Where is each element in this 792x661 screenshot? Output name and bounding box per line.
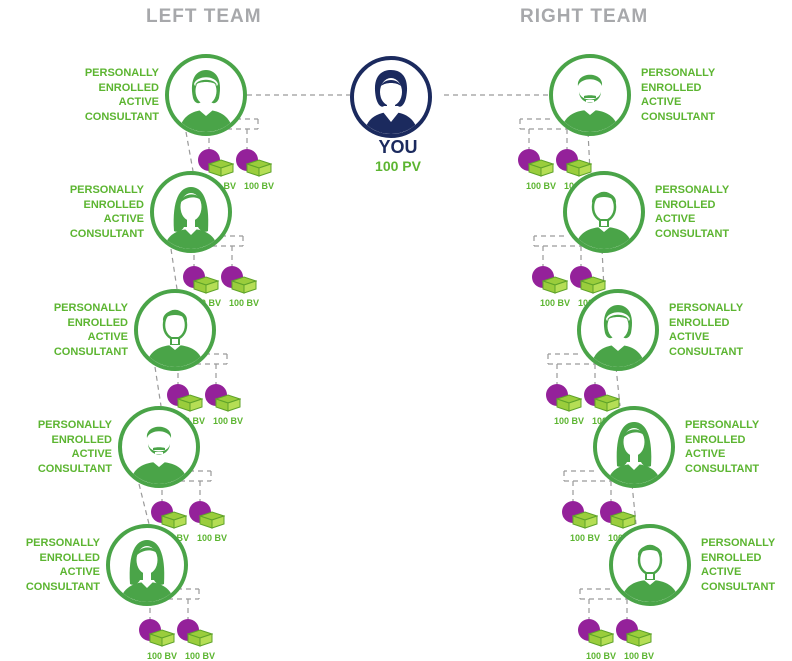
connector-line	[615, 366, 621, 407]
bv-label: 100 BV	[147, 651, 178, 661]
bv-label: 100 BV	[244, 181, 275, 191]
left-team-member-2-avatar	[150, 171, 232, 253]
product-box-icon	[609, 509, 637, 529]
bv-label: 100 BV	[554, 416, 585, 426]
right-team-title: RIGHT TEAM	[520, 6, 649, 27]
connector-line	[601, 248, 605, 290]
product-box-icon	[176, 392, 204, 412]
man-icon	[575, 191, 633, 249]
right-team-member-3-avatar	[577, 289, 659, 371]
woman-icon	[364, 70, 418, 134]
product-box-icon	[186, 627, 214, 647]
bv-label: 100 BV	[213, 416, 244, 426]
connector-line	[138, 483, 150, 525]
connector-line	[170, 248, 178, 290]
product-box-icon	[207, 157, 235, 177]
right-team-member-1-avatar	[549, 54, 631, 136]
connector-line	[631, 483, 637, 525]
product-box-icon	[198, 509, 226, 529]
connector-line	[154, 366, 162, 407]
product-box-icon	[565, 157, 593, 177]
product-box-icon	[160, 509, 188, 529]
product-box-icon	[625, 627, 653, 647]
product-box-icon	[230, 274, 258, 294]
woman-headband-icon	[179, 70, 233, 132]
man-icon	[621, 544, 679, 602]
product-box-icon	[192, 274, 220, 294]
bv-label: 100 BV	[624, 651, 655, 661]
left-team-member-1-avatar	[165, 54, 247, 136]
product-box-icon	[527, 157, 555, 177]
you-pv-label: 100 PV	[375, 158, 421, 174]
connector-line	[587, 131, 591, 172]
left-team-title: LEFT TEAM	[146, 6, 262, 27]
bv-label: 100 BV	[197, 533, 228, 543]
product-box-icon	[245, 157, 273, 177]
left-team-member-5-avatar	[106, 524, 188, 606]
bv-label: 100 BV	[526, 181, 557, 191]
woman-long-hair-icon	[120, 540, 174, 602]
product-box-icon	[579, 274, 607, 294]
woman-long-hair-icon	[164, 187, 218, 249]
bv-label: 100 BV	[229, 298, 260, 308]
man-beard-icon	[561, 74, 619, 132]
right-team-member-2-avatar	[563, 171, 645, 253]
product-box-icon	[593, 392, 621, 412]
man-beard-icon	[130, 426, 188, 484]
you-label: YOU	[378, 137, 418, 157]
left-team-member-3-avatar	[134, 289, 216, 371]
product-box-icon	[148, 627, 176, 647]
product-box-icon	[587, 627, 615, 647]
right-team-member-5-avatar	[609, 524, 691, 606]
bv-label: 100 BV	[586, 651, 617, 661]
woman-headband-icon	[591, 305, 645, 367]
right-team-member-4-avatar	[593, 406, 675, 488]
woman-long-hair-icon	[607, 422, 661, 484]
product-box-icon	[214, 392, 242, 412]
bv-label: 100 BV	[540, 298, 571, 308]
bv-label: 100 BV	[570, 533, 601, 543]
left-team-member-4-avatar	[118, 406, 200, 488]
man-icon	[146, 309, 204, 367]
product-box-icon	[541, 274, 569, 294]
you-avatar	[350, 56, 432, 138]
connector-line	[185, 131, 194, 172]
product-box-icon	[555, 392, 583, 412]
product-box-icon	[571, 509, 599, 529]
bv-label: 100 BV	[185, 651, 216, 661]
